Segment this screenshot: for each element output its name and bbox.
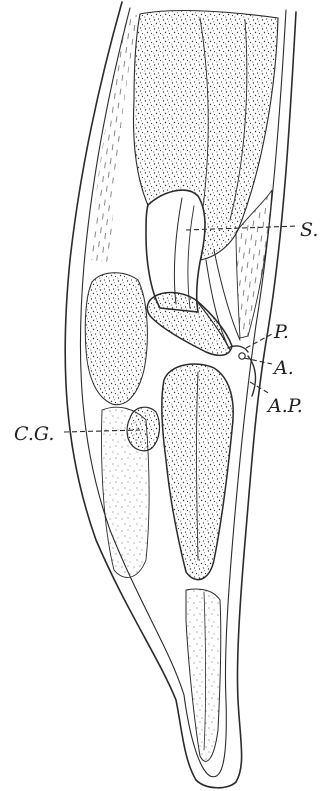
label-AP: A.P. bbox=[266, 395, 303, 417]
left-stippled-column bbox=[85, 273, 147, 405]
tail-tip bbox=[196, 780, 236, 788]
leader-line-A bbox=[244, 358, 272, 364]
label-S: S. bbox=[300, 219, 318, 241]
structure-CG-ganglion bbox=[127, 407, 160, 451]
label-CG: C.G. bbox=[14, 423, 54, 445]
left-body-layer bbox=[90, 10, 138, 262]
leader-line-P bbox=[246, 334, 272, 348]
label-P: P. bbox=[273, 321, 289, 343]
label-A: A. bbox=[272, 357, 294, 379]
